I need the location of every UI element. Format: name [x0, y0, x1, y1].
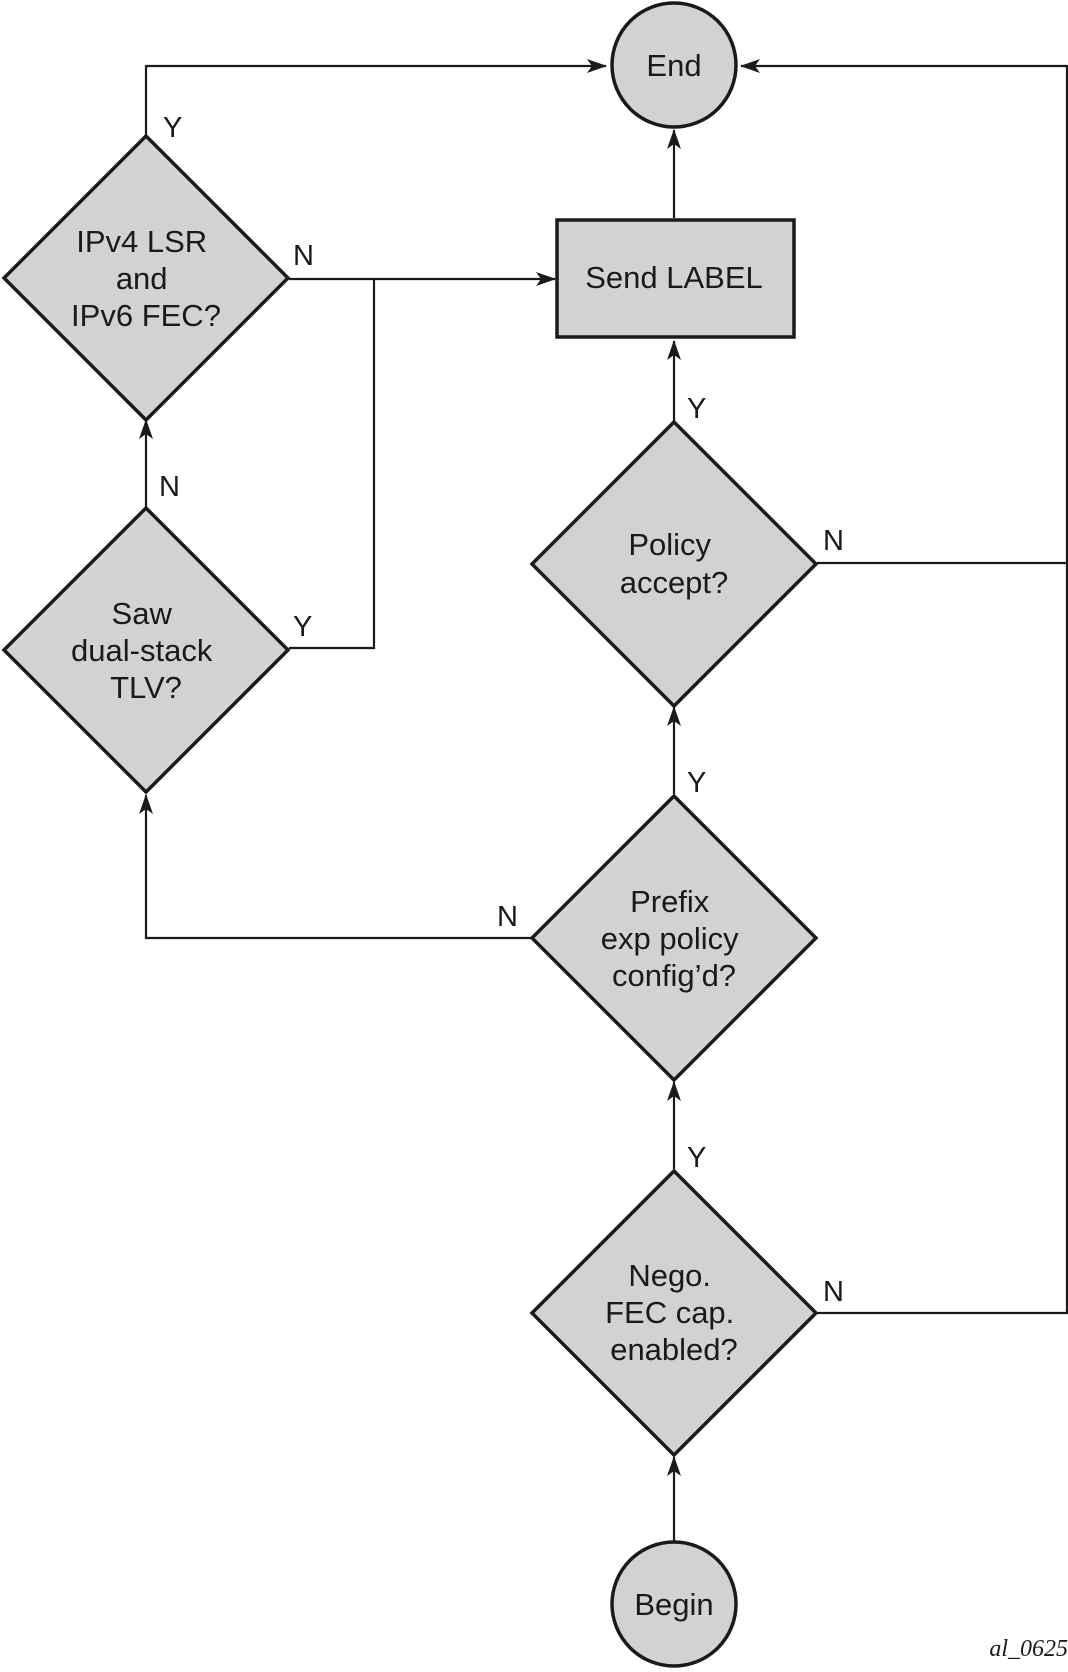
nego-yes-label: Y [687, 1142, 706, 1174]
nego-fec-line-3: enabled? [610, 1332, 738, 1367]
figure-id: al_0625 [989, 1636, 1068, 1662]
ipv4-no-label: N [293, 240, 314, 272]
begin-label: Begin [634, 1587, 713, 1622]
prefix-exp-line-3: config’d? [612, 958, 736, 993]
edge-prefix-no-to-saw [139, 794, 531, 940]
nego-fec-decision: Nego. FEC cap. enabled? [529, 1168, 819, 1458]
svg-text:Policy accept?: Policy accept? [620, 527, 729, 600]
saw-dual-stack-line-3: TLV? [110, 670, 182, 705]
send-label-node: Send LABEL [555, 218, 796, 339]
prefix-yes-label: Y [687, 767, 706, 799]
ipv4-lsr-decision: IPv4 LSR and IPv6 FEC? [1, 133, 291, 423]
saw-dual-stack-line-2: dual-stack [71, 633, 213, 668]
prefix-exp-line-1: Prefix [630, 884, 710, 919]
saw-dual-stack-line-1: Saw [112, 596, 173, 631]
policy-yes-label: Y [687, 393, 706, 425]
saw-no-label: N [159, 471, 180, 503]
prefix-no-label: N [497, 901, 518, 933]
ipv4-yes-label: Y [163, 112, 182, 144]
ipv4-lsr-line-1: IPv4 LSR [76, 224, 207, 259]
prefix-exp-decision: Prefix exp policy config’d? [529, 793, 819, 1083]
saw-yes-label: Y [293, 611, 312, 643]
begin-node: Begin [610, 1540, 738, 1668]
ipv4-lsr-line-2: and [116, 261, 168, 296]
end-label: End [646, 48, 701, 83]
saw-dual-stack-decision: Saw dual-stack TLV? [1, 505, 291, 795]
policy-accept-decision: Policy accept? [529, 419, 819, 709]
ipv4-lsr-line-3: IPv6 FEC? [71, 298, 221, 333]
svg-text:Prefix exp policy: Prefix exp policy config’d? [601, 884, 747, 993]
send-label-label: Send LABEL [585, 260, 763, 295]
nego-fec-line-1: Nego. [628, 1258, 711, 1293]
nego-no-label: N [823, 1276, 844, 1308]
policy-no-label: N [823, 525, 844, 557]
prefix-exp-line-2: exp policy [601, 921, 739, 956]
policy-accept-line-1: Policy [628, 527, 711, 562]
edge-nego-no-to-end [740, 59, 1068, 1315]
svg-text:Nego. FEC cap. ena: Nego. FEC cap. enabled? [605, 1258, 743, 1367]
nego-fec-line-2: FEC cap. [605, 1295, 734, 1330]
policy-accept-line-2: accept? [620, 565, 729, 600]
svg-text:Saw dual-stack TLV: Saw dual-stack TLV? [71, 596, 221, 705]
edge-ipv4-yes-to-end [144, 59, 607, 136]
edge-saw-yes-to-send [289, 279, 376, 650]
svg-text:IPv4 LSR and IPv6: IPv4 LSR and IPv6 FEC? [71, 224, 221, 333]
end-node: End [610, 1, 738, 129]
